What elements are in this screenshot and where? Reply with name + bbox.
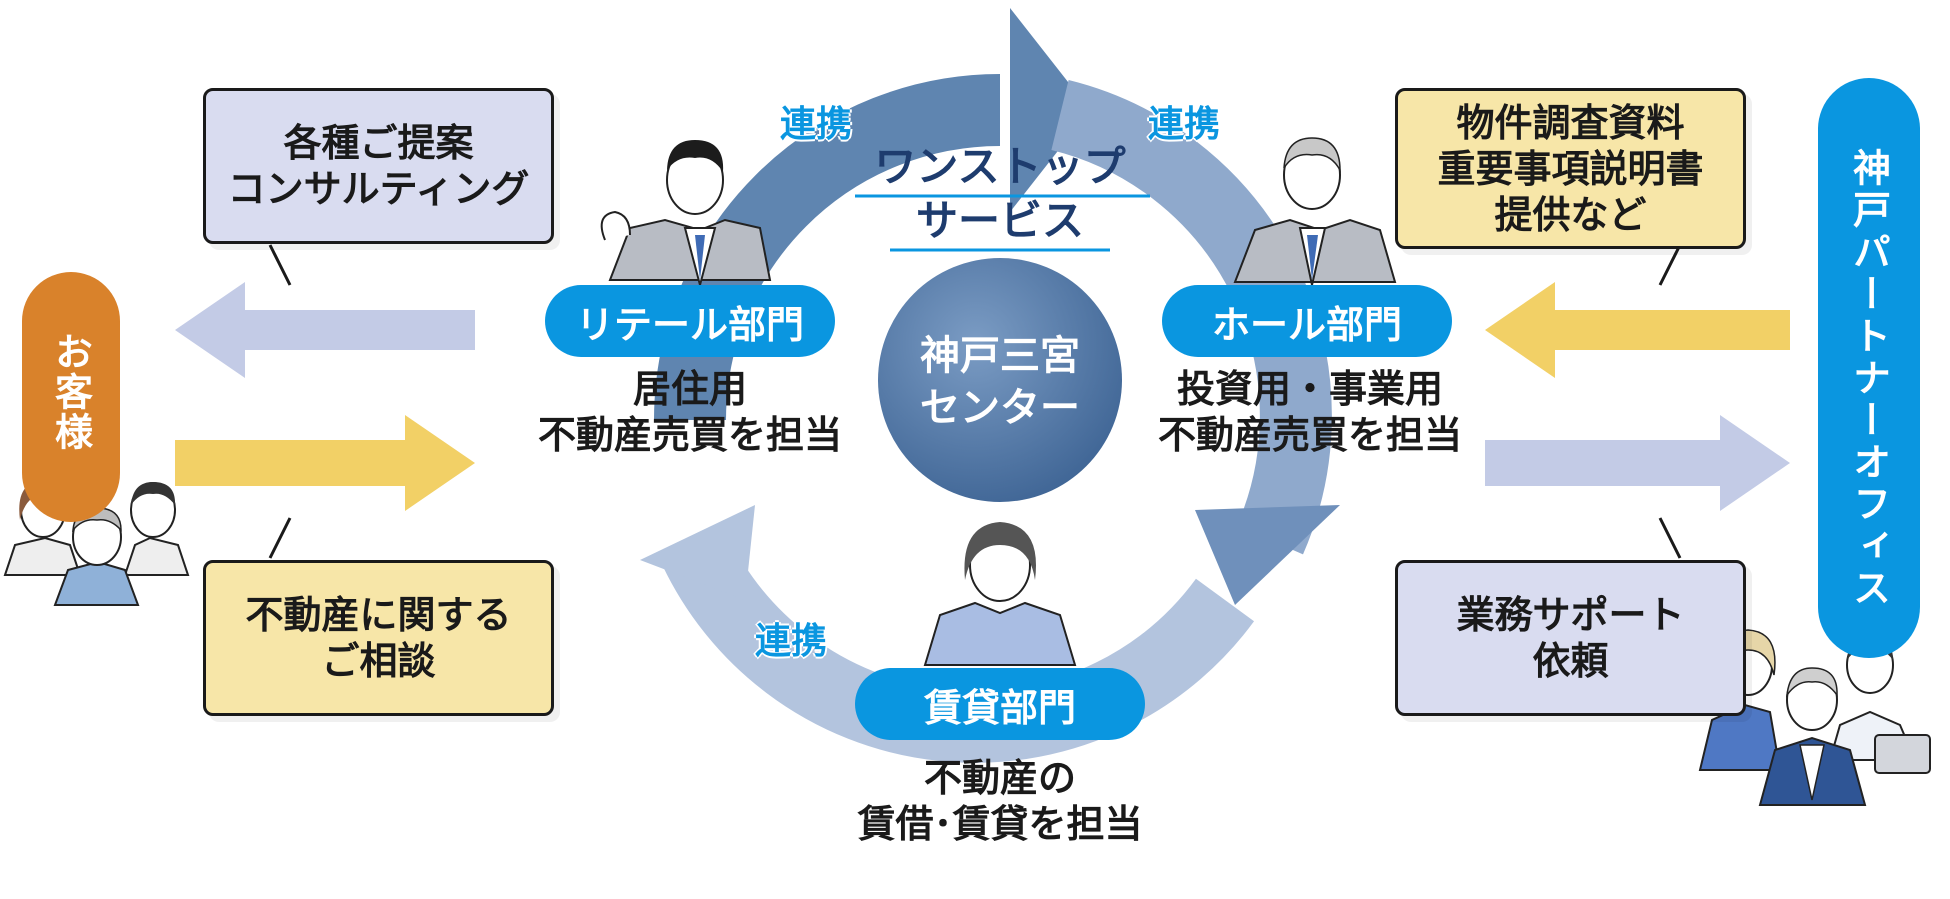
diagram-title: ワンストップ サービス [874,142,1126,245]
arrow-from-partner [1485,282,1790,378]
arrow-from-customer [175,415,475,511]
ring-arrowhead-top [1010,8,1090,212]
retail-department-description: 居住用 不動産売買を担当 [537,367,842,457]
customer-badge: お客様 [22,272,120,522]
retail-department-badge: リテール部門 [545,285,835,357]
partner-office-label: 神戸パートナーオフィス [1846,148,1891,610]
ring-arrowhead-right [1195,505,1340,605]
bubble-tail-top-left [268,244,292,286]
bubble-tail-top-right [1658,244,1682,286]
business-support-bubble: 業務サポート 依頼 [1395,560,1746,716]
retail-staff-illustration [600,140,772,289]
rental-department-badge: 賃貸部門 [855,668,1145,740]
hall-staff-illustration [1233,137,1397,286]
arrow-to-customer [175,282,475,378]
documents-provision-bubble: 物件調査資料 重要事項説明書 提供など [1395,88,1746,249]
proposal-consulting-bubble: 各種ご提案 コンサルティング [203,88,554,244]
ring-arrowhead-left [640,505,755,600]
hall-department-description: 投資用・事業用 不動産売買を担当 [1157,367,1462,457]
customer-label: お客様 [48,332,93,452]
hall-department-badge: ホール部門 [1162,285,1452,357]
link-label-top-left: 連携 [780,104,853,145]
bubble-tail-bottom-left [268,517,292,559]
arrow-to-partner [1485,415,1790,511]
bubble-tail-bottom-right [1658,517,1682,559]
rental-staff-illustration [923,522,1077,666]
center-label: 神戸三宮 センター [920,333,1080,431]
center-circle [878,258,1122,502]
rental-department-description: 不動産の 賃借･賃貸を担当 [857,756,1143,846]
partner-office-badge: 神戸パートナーオフィス [1818,78,1920,658]
link-label-top-right: 連携 [1148,104,1221,145]
link-label-bottom-left: 連携 [755,621,828,662]
business-support-text: 業務サポート 依頼 [1456,593,1685,683]
real-estate-consultation-text: 不動産に関する ご相談 [245,593,512,683]
proposal-consulting-text: 各種ご提案 コンサルティング [227,121,530,211]
documents-provision-text: 物件調査資料 重要事項説明書 提供など [1437,100,1704,237]
partner-staff-illustration [1698,629,1931,806]
real-estate-consultation-bubble: 不動産に関する ご相談 [203,560,554,716]
